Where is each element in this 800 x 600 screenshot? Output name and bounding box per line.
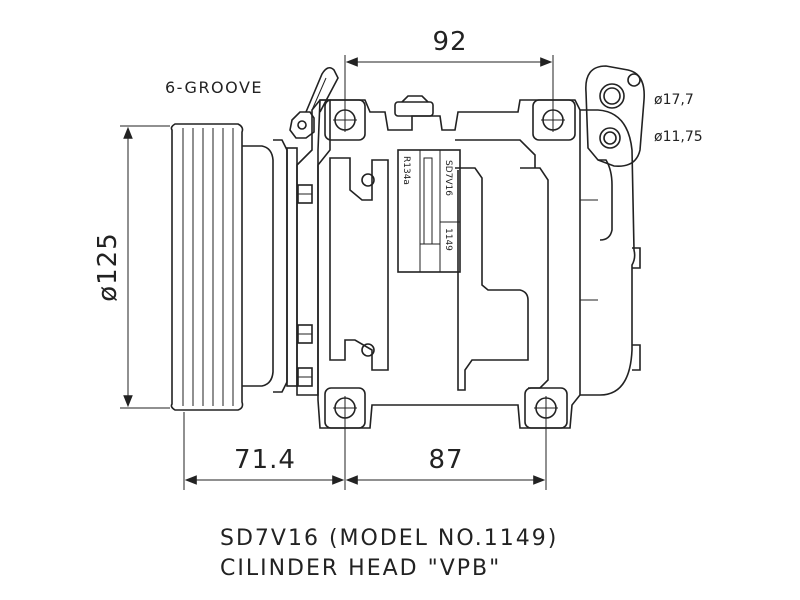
dimension-bottom-width: 87 — [345, 412, 547, 490]
dimension-pulley-offset-label: 71.4 — [234, 445, 296, 475]
caption-model: SD7V16 (MODEL NO.1149) — [220, 526, 559, 551]
nameplate-model: SD7V16 — [443, 160, 453, 196]
caption-cylinder-head: CILINDER HEAD "VPB" — [220, 556, 502, 581]
port-large-label: ø17,7 — [654, 92, 694, 108]
pulley — [170, 123, 298, 411]
dimension-bottom-width-label: 87 — [428, 445, 463, 475]
compressor-body — [317, 65, 645, 429]
nameplate-number: 1149 — [443, 228, 453, 251]
front-housing — [289, 66, 339, 396]
nameplate-refrigerant: R134a — [401, 156, 411, 185]
nameplate: SD7V16 1149 R134a — [397, 149, 461, 273]
dimension-top-width-label: 92 — [432, 27, 467, 57]
groove-note: 6-GROOVE — [165, 78, 263, 97]
port-small-label: ø11,75 — [654, 129, 703, 145]
dimension-pulley-diameter-label: ø125 — [93, 232, 123, 302]
dimension-pulley-offset: 71.4 — [183, 412, 346, 490]
dimension-pulley-diameter: ø125 — [93, 125, 170, 409]
dimension-top-width: 92 — [344, 27, 554, 108]
